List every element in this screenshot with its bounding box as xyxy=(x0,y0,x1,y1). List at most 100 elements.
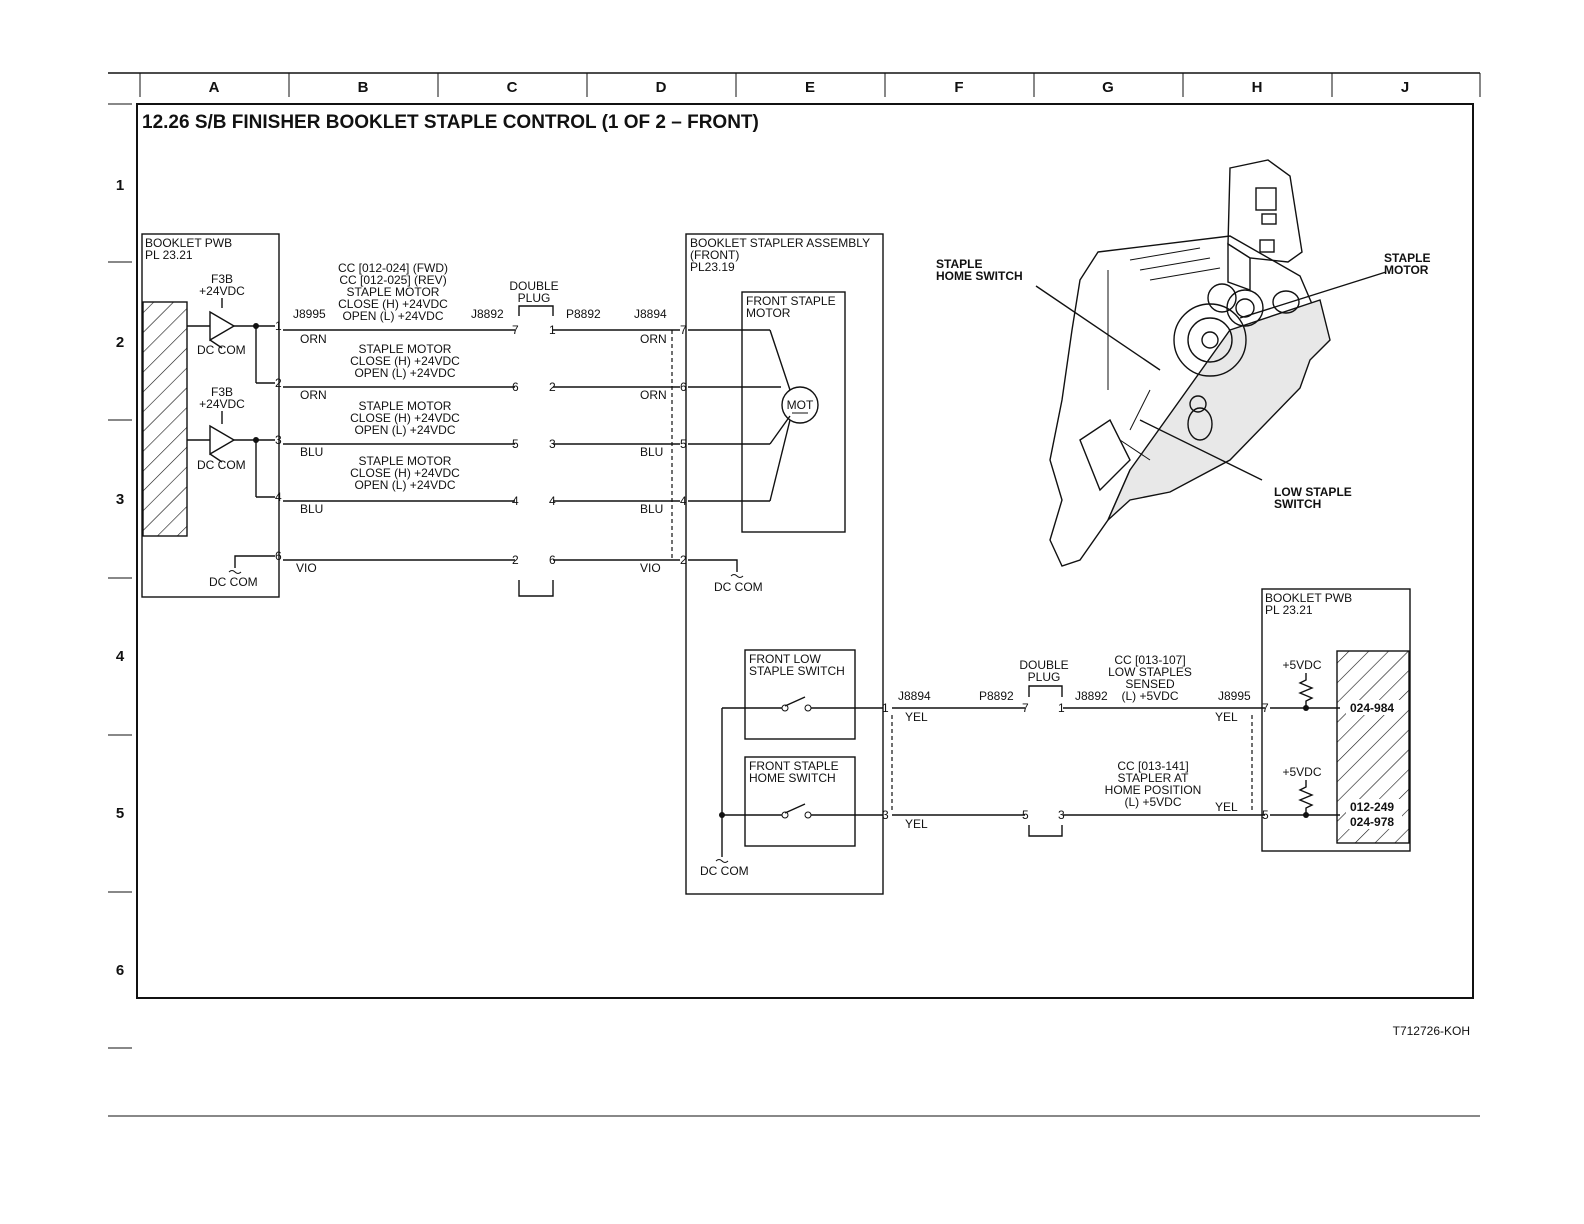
label-staple-home-switch-1: STAPLE xyxy=(936,257,982,271)
lower-connector-j8995: J8995 xyxy=(1218,689,1251,703)
label-low-staple-switch-2: SWITCH xyxy=(1274,497,1321,511)
signal-sm3-b: CLOSE (H) +24VDC xyxy=(350,411,460,425)
connector-p8892: P8892 xyxy=(566,307,601,321)
dp-right-3: 3 xyxy=(549,437,556,451)
asm-pin-3-lower: 3 xyxy=(882,808,889,822)
wire-blu-left-1: BLU xyxy=(300,445,323,459)
lower-connector-j8892: J8892 xyxy=(1075,689,1108,703)
front-staple-motor-box xyxy=(741,291,846,533)
wire-yel-lower-4: YEL xyxy=(1215,800,1238,814)
dp-left-2: 2 xyxy=(512,553,519,567)
switches-dccom: DC COM xyxy=(700,864,749,878)
motor-icon xyxy=(781,386,819,424)
assembly-dccom: DC COM xyxy=(714,580,763,594)
lower-signal-cc2-d: (L) +5VDC xyxy=(1124,795,1181,809)
asm-pin-5: 5 xyxy=(680,437,687,451)
column-header: A B C D E F G H J xyxy=(108,72,1481,97)
double-plug-upper: DOUBLE PLUG 7 6 5 4 2 1 2 3 4 6 xyxy=(509,279,559,597)
wire-vio-left: VIO xyxy=(296,561,317,575)
column-label-a: A xyxy=(209,79,220,96)
connector-j8892: J8892 xyxy=(471,307,504,321)
low-switch-contact-icon xyxy=(784,696,806,707)
right-booklet-pwb: BOOKLET PWB PL 23.21 7 5 +5VDC +5VDC 024… xyxy=(1261,588,1411,852)
right-pwb-name: BOOKLET PWB xyxy=(1265,591,1352,605)
column-label-c: C xyxy=(507,79,518,96)
label-staple-motor-2: MOTOR xyxy=(1384,263,1429,277)
pullup-resistor-1-icon xyxy=(1298,673,1314,708)
double-plug-label-2: PLUG xyxy=(518,291,551,305)
left-pwb-name: BOOKLET PWB xyxy=(145,236,232,250)
wire-yel-lower-1: YEL xyxy=(905,710,928,724)
right-pwb-pin-5: 5 xyxy=(1262,808,1269,822)
column-label-g: G xyxy=(1102,79,1114,96)
diagram-frame xyxy=(136,103,1474,999)
signal-cc-fwd: CC [012-024] (FWD) xyxy=(338,261,448,275)
row-label-1: 1 xyxy=(116,177,124,194)
label-staple-motor-1: STAPLE xyxy=(1384,251,1430,265)
row-label-6: 6 xyxy=(116,962,124,979)
dp-left-4: 4 xyxy=(512,494,519,508)
column-label-j: J xyxy=(1401,79,1409,96)
pwb-dccom: DC COM xyxy=(209,575,258,589)
fuse2-label: F3B xyxy=(211,385,233,399)
fuse2-voltage: +24VDC xyxy=(199,397,245,411)
right-pwb-v1: +5VDC xyxy=(1282,658,1321,672)
column-label-f: F xyxy=(954,79,963,96)
front-low-staple-switch-box xyxy=(744,649,856,740)
fuse1-dccom: DC COM xyxy=(197,343,246,357)
column-label-h: H xyxy=(1252,79,1263,96)
wire-blu-left-2: BLU xyxy=(300,502,323,516)
wire-orn-left-2: ORN xyxy=(300,388,327,402)
low-switch-label-2: STAPLE SWITCH xyxy=(749,664,845,678)
right-pwb-code3: 024-978 xyxy=(1350,815,1394,829)
stapler-assembly-sub: (FRONT) xyxy=(690,248,739,262)
dp-right-6: 6 xyxy=(549,553,556,567)
connector-j8995: J8995 xyxy=(293,307,326,321)
dp-left-7: 7 xyxy=(512,323,519,337)
lower-signal-cc2-c: HOME POSITION xyxy=(1105,783,1202,797)
asm-pin-6: 6 xyxy=(680,380,687,394)
fuse2-dccom: DC COM xyxy=(197,458,246,472)
signal-sm3-c: OPEN (L) +24VDC xyxy=(354,423,455,437)
column-label-e: E xyxy=(805,79,815,96)
signal-sm3-a: STAPLE MOTOR xyxy=(359,399,452,413)
lower-signal-cc1-b: LOW STAPLES xyxy=(1108,665,1192,679)
upper-signal-labels: CC [012-024] (FWD) CC [012-025] (REV) ST… xyxy=(338,261,460,492)
lower-signal-labels: CC [013-107] LOW STAPLES SENSED (L) +5VD… xyxy=(1105,653,1202,809)
upper-wires xyxy=(283,329,680,561)
home-switch-label-1: FRONT STAPLE xyxy=(749,759,839,773)
wire-orn-right-1: ORN xyxy=(640,332,667,346)
left-pwb-hatch xyxy=(142,301,188,537)
lower-double-plug-label-1: DOUBLE xyxy=(1019,658,1068,672)
diagram-title: 12.26 S/B FINISHER BOOKLET STAPLE CONTRO… xyxy=(142,112,759,133)
lower-signal-cc2-b: STAPLER AT xyxy=(1118,771,1190,785)
signal-cc-rev: CC [012-025] (REV) xyxy=(339,273,446,287)
asm-pin-7: 7 xyxy=(680,323,687,337)
lower-dp-left-5: 5 xyxy=(1022,808,1029,822)
row-label-5: 5 xyxy=(116,805,124,822)
pin-1: 1 xyxy=(275,319,282,333)
dp-left-5: 5 xyxy=(512,437,519,451)
dp-left-6: 6 xyxy=(512,380,519,394)
fuse1-voltage: +24VDC xyxy=(199,284,245,298)
lower-wires xyxy=(891,707,1265,816)
label-staple-home-switch-2: HOME SWITCH xyxy=(936,269,1023,283)
dp-right-2: 2 xyxy=(549,380,556,394)
pin-4: 4 xyxy=(275,490,282,504)
stapler-assembly-name: BOOKLET STAPLER ASSEMBLY xyxy=(690,236,870,250)
home-switch-contact-icon xyxy=(784,803,806,814)
signal-sm1-c: OPEN (L) +24VDC xyxy=(342,309,443,323)
asm-pin-1-lower: 1 xyxy=(882,701,889,715)
home-switch-label-2: HOME SWITCH xyxy=(749,771,836,785)
signal-sm2-b: CLOSE (H) +24VDC xyxy=(350,354,460,368)
label-low-staple-switch-1: LOW STAPLE xyxy=(1274,485,1352,499)
stapler-assembly-pl: PL23.19 xyxy=(690,260,735,274)
lower-signal-cc2: CC [013-141] xyxy=(1117,759,1188,773)
fuse2-driver-icon xyxy=(209,424,236,456)
dp-right-1: 1 xyxy=(549,323,556,337)
wire-blu-right-1: BLU xyxy=(640,445,663,459)
row-label-3: 3 xyxy=(116,491,124,508)
right-pwb-code1: 024-984 xyxy=(1350,701,1394,715)
asm-pin-4: 4 xyxy=(680,494,687,508)
